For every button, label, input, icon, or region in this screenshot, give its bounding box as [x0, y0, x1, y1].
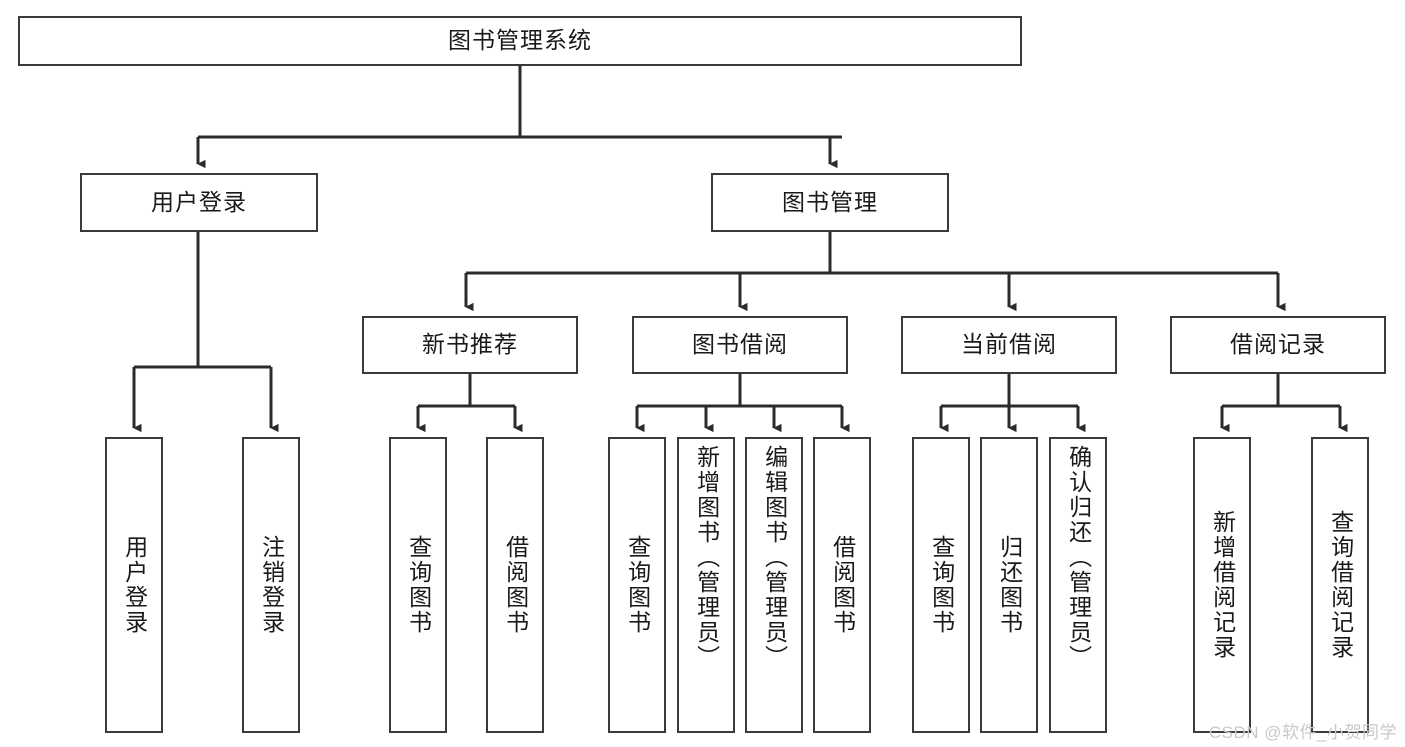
leaf-book-borrow-query[interactable]: 查询图书 [608, 437, 666, 733]
node-label: 借阅图书 [502, 535, 529, 635]
node-label: 查询图书 [405, 535, 432, 635]
node-label: 当前借阅 [961, 331, 1057, 358]
leaf-user-login-logout[interactable]: 注销登录 [242, 437, 300, 733]
node-root-system[interactable]: 图书管理系统 [18, 16, 1022, 66]
node-label: 注销登录 [258, 535, 285, 635]
node-label: 归还图书 [996, 535, 1023, 635]
node-label: 借阅图书 [829, 535, 856, 635]
node-current-borrow[interactable]: 当前借阅 [901, 316, 1117, 374]
node-label: 新书推荐 [422, 331, 518, 358]
node-label: 借阅记录 [1230, 331, 1326, 358]
node-label: 图书管理 [782, 188, 878, 215]
leaf-book-borrow-borrow[interactable]: 借阅图书 [813, 437, 871, 733]
node-book-borrow[interactable]: 图书借阅 [632, 316, 848, 374]
leaf-book-borrow-add[interactable]: 新增图书（管理员） [677, 437, 735, 733]
node-label: 图书借阅 [692, 331, 788, 358]
node-label: 用户登录 [121, 535, 148, 635]
node-label: 查询借阅记录 [1327, 510, 1354, 660]
node-label: 编辑图书（管理员） [761, 445, 788, 670]
leaf-new-book-borrow[interactable]: 借阅图书 [486, 437, 544, 733]
node-label: 图书管理系统 [448, 27, 592, 54]
leaf-user-login-login[interactable]: 用户登录 [105, 437, 163, 733]
node-user-login[interactable]: 用户登录 [80, 173, 318, 232]
node-label: 新增借阅记录 [1209, 510, 1236, 660]
node-book-management[interactable]: 图书管理 [711, 173, 949, 232]
leaf-new-book-query[interactable]: 查询图书 [389, 437, 447, 733]
node-label: 用户登录 [151, 188, 247, 215]
leaf-borrow-record-query[interactable]: 查询借阅记录 [1311, 437, 1369, 733]
leaf-borrow-record-add[interactable]: 新增借阅记录 [1193, 437, 1251, 733]
leaf-current-borrow-return[interactable]: 归还图书 [980, 437, 1038, 733]
leaf-current-borrow-confirm-return[interactable]: 确认归还（管理员） [1049, 437, 1107, 733]
node-label: 查询图书 [928, 535, 955, 635]
csdn-watermark: CSDN @软件_小贺同学 [1208, 723, 1397, 742]
leaf-book-borrow-edit[interactable]: 编辑图书（管理员） [745, 437, 803, 733]
node-borrow-record[interactable]: 借阅记录 [1170, 316, 1386, 374]
node-new-book-recommend[interactable]: 新书推荐 [362, 316, 578, 374]
leaf-current-borrow-query[interactable]: 查询图书 [912, 437, 970, 733]
node-label: 查询图书 [624, 535, 651, 635]
node-label: 确认归还（管理员） [1065, 445, 1092, 670]
node-label: 新增图书（管理员） [693, 445, 720, 670]
